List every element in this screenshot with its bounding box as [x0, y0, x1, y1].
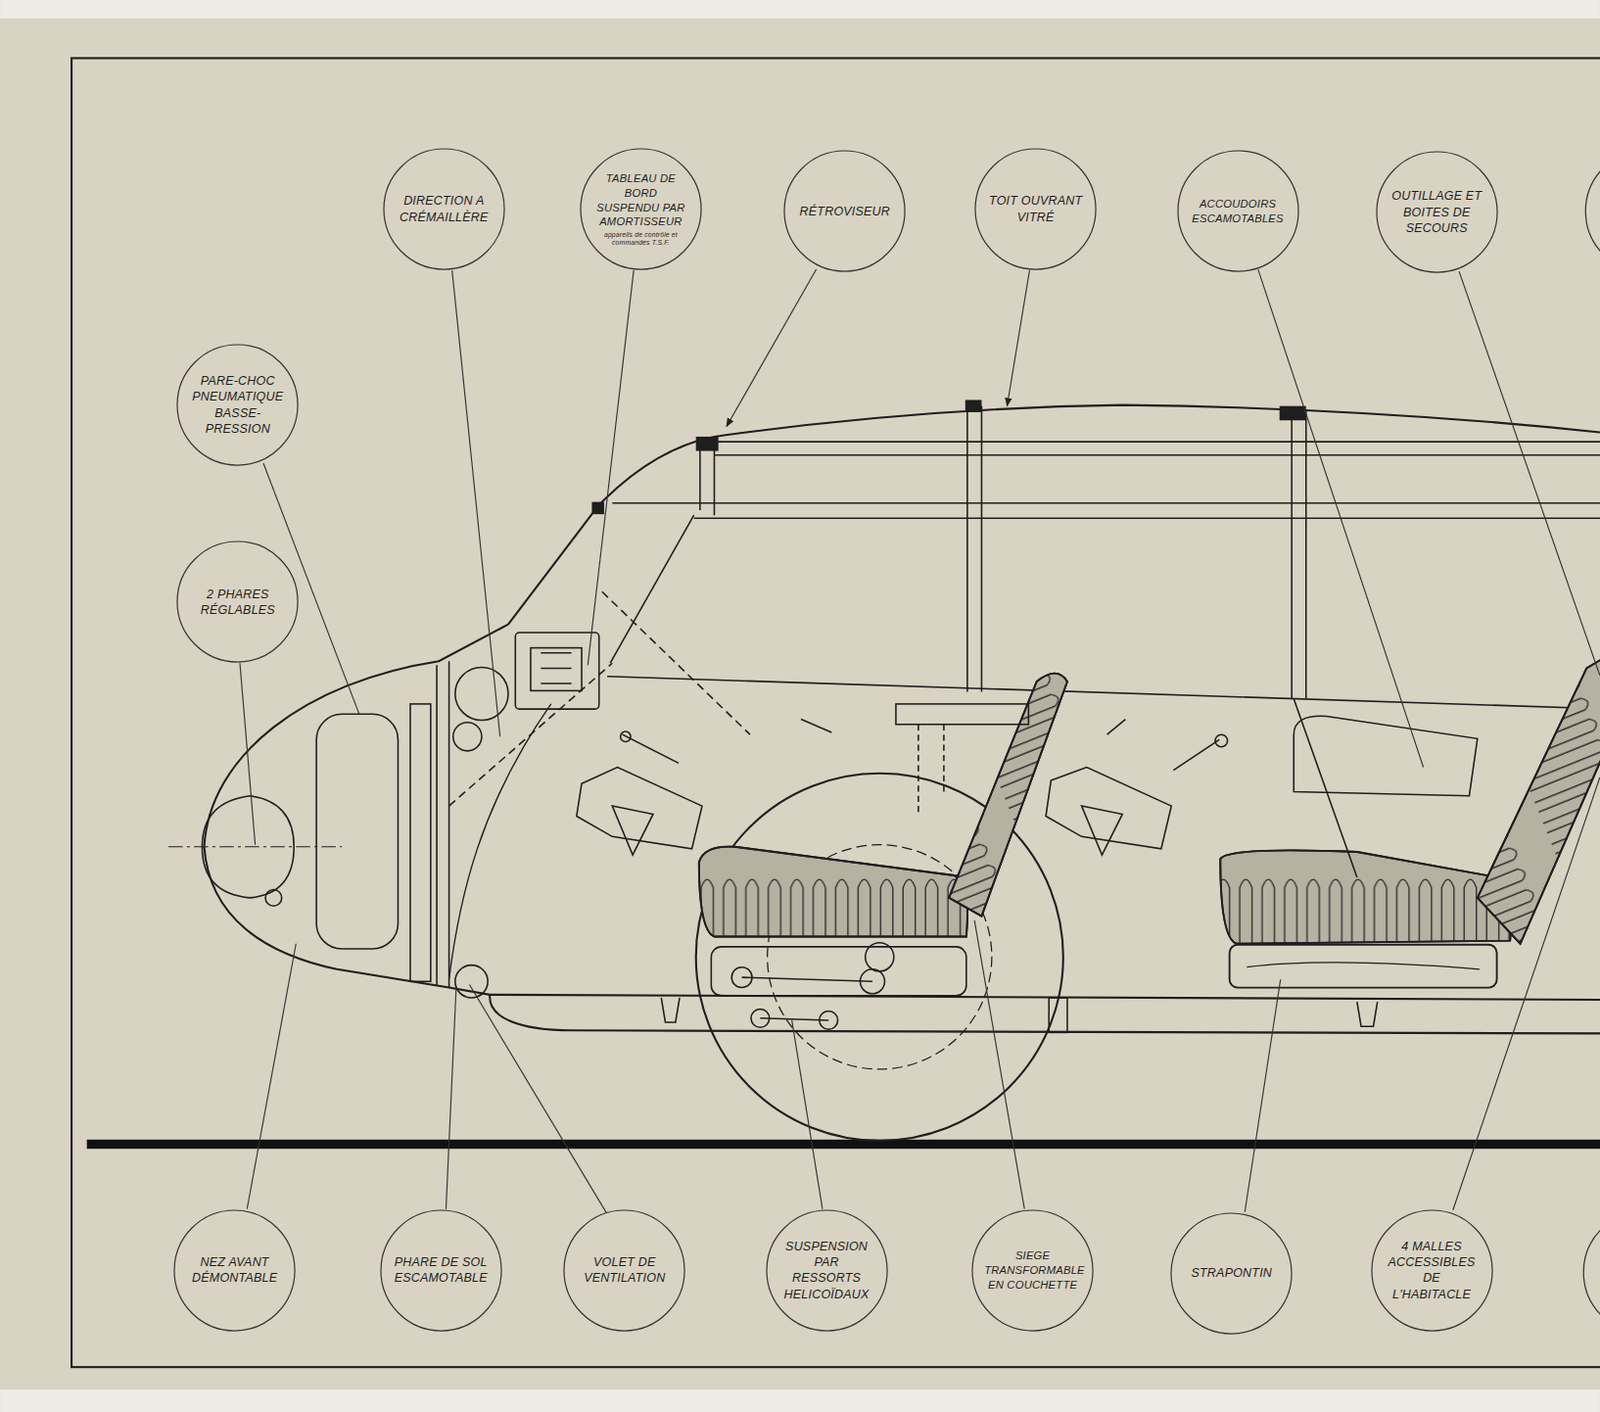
ground-line — [87, 1139, 1600, 1149]
circle-outline — [563, 1209, 686, 1332]
callout-text-group: ACCOUDOIRS ESCAMOTABLES — [1176, 149, 1300, 273]
callout-text-group: DIRECTION A CRÉMAILLÈRE — [382, 147, 506, 271]
callout-text-group: STRAPONTIN — [1170, 1212, 1293, 1335]
callout-text-group: PHARE DE SOL ESCAMOTABLE — [379, 1209, 503, 1332]
roof-joint — [591, 399, 1306, 515]
circle-outline — [1370, 1209, 1494, 1332]
callout-circle: TABLEAU DE BORD SUSPENDU PAR AMORTISSEUR… — [579, 147, 703, 271]
callout-text-group: TABLEAU DE BORD SUSPENDU PAR AMORTISSEUR… — [579, 147, 703, 271]
seat — [699, 653, 1600, 989]
callout-text-group: 4 MALLES ACCESSIBLES DE L'HABITACLE — [1370, 1209, 1494, 1332]
circle-outline — [974, 147, 1097, 271]
callout-text-group: RÉTROVISEUR — [783, 149, 906, 273]
circle-outline — [564, 1210, 685, 1331]
car-body — [168, 405, 1600, 1035]
circle-outline — [766, 1210, 888, 1331]
callout-text-group: SUSPENSION PAR RESSORTS HELICOÏDAUX — [765, 1209, 889, 1332]
callout-label: 2 PHARES RÉGLABLES — [188, 586, 286, 619]
callout-circle: VOLET DE VENTILATION — [563, 1209, 686, 1332]
circle-outline — [177, 344, 298, 466]
circle-outline — [784, 150, 905, 272]
callout-circle — [1583, 1211, 1600, 1334]
callout-label: RÉTROVISEUR — [800, 203, 892, 220]
callout-label: PARE-CHOC PNEUMATIQUE BASSE-PRESSION — [188, 373, 286, 437]
circle-outline — [580, 148, 702, 270]
callout-label: ACCOUDOIRS ESCAMOTABLES — [1189, 196, 1287, 226]
circle-outline — [380, 1210, 502, 1331]
circle-outline — [379, 1209, 503, 1332]
callout-circle: SUSPENSION PAR RESSORTS HELICOÏDAUX — [765, 1209, 889, 1332]
circle-outline — [173, 1209, 296, 1332]
callout-circle: NEZ AVANT DÉMONTABLE — [173, 1209, 296, 1332]
callout-circle — [1585, 149, 1600, 273]
callout-label: TOIT OUVRANT VITRÉ — [987, 192, 1084, 226]
callout-label: OUTILLAGE ET BOITES DE SECOURS — [1388, 188, 1486, 236]
callout-note: appareils de contrôle et commandes T.S.F… — [599, 231, 682, 247]
callout-text-group: TOIT OUVRANT VITRÉ — [974, 147, 1097, 271]
callout-label: DIRECTION A CRÉMAILLÈRE — [395, 192, 493, 226]
callout-label: NEZ AVANT DÉMONTABLE — [186, 1254, 283, 1287]
paper-margin — [0, 0, 1600, 19]
callout-circle: STRAPONTIN — [1170, 1212, 1293, 1335]
dashboard — [449, 591, 751, 998]
callout-circle: ACCOUDOIRS ESCAMOTABLES — [1176, 149, 1300, 273]
callout-text-group: SIEGE TRANSFORMABLE EN COUCHETTE — [971, 1209, 1094, 1332]
callout-circle: OUTILLAGE ET BOITES DE SECOURS — [1375, 150, 1499, 274]
circle-outline — [174, 1210, 295, 1331]
callout-circle: SIEGE TRANSFORMABLE EN COUCHETTE — [971, 1209, 1094, 1332]
circle-outline — [176, 343, 299, 467]
circle-outline — [975, 148, 1096, 270]
callout-text-group: NEZ AVANT DÉMONTABLE — [173, 1209, 296, 1332]
callout-circle: 2 PHARES RÉGLABLES — [176, 540, 299, 663]
circle-outline — [972, 1210, 1093, 1331]
callout-label: VOLET DE VENTILATION — [575, 1254, 673, 1287]
circle-outline — [383, 148, 505, 270]
callout-circle: 4 MALLES ACCESSIBLES DE L'HABITACLE — [1370, 1209, 1494, 1332]
callout-text-group: OUTILLAGE ET BOITES DE SECOURS — [1375, 150, 1499, 274]
circle-outline — [1176, 149, 1300, 273]
circle-outline — [1371, 1210, 1493, 1331]
callout-circle: TOIT OUVRANT VITRÉ — [974, 147, 1097, 271]
leader-line — [239, 269, 1600, 1215]
callout-label: STRAPONTIN — [1191, 1265, 1273, 1281]
callout-label: 4 MALLES ACCESSIBLES DE L'HABITACLE — [1383, 1238, 1481, 1303]
callout-label: SIEGE TRANSFORMABLE EN COUCHETTE — [984, 1248, 1082, 1292]
circle-outline — [1177, 150, 1299, 272]
circle-outline — [1171, 1213, 1292, 1334]
circle-outline — [765, 1209, 889, 1332]
callout-text-group: 2 PHARES RÉGLABLES — [176, 540, 299, 663]
interior-detail — [576, 699, 1478, 1034]
circle-outline — [177, 541, 298, 662]
callout-label: PHARE DE SOL ESCAMOTABLE — [392, 1254, 490, 1287]
callout-circle: DIRECTION A CRÉMAILLÈRE — [382, 147, 506, 271]
paper-margin — [0, 1389, 1600, 1412]
callout-label: SUSPENSION PAR RESSORTS HELICOÏDAUX — [778, 1238, 876, 1303]
callout-text-group: VOLET DE VENTILATION — [563, 1209, 686, 1332]
frame-border — [71, 57, 1600, 1367]
circle-outline — [382, 147, 506, 271]
callout-circle: PHARE DE SOL ESCAMOTABLE — [379, 1209, 503, 1332]
callout-circle: RÉTROVISEUR — [783, 149, 906, 273]
callout-text-group: PARE-CHOC PNEUMATIQUE BASSE-PRESSION — [176, 343, 299, 467]
callout-label: TABLEAU DE BORD SUSPENDU PAR AMORTISSEUR — [592, 171, 690, 230]
circle-outline — [1376, 151, 1498, 273]
callout-circle: PARE-CHOC PNEUMATIQUE BASSE-PRESSION — [176, 343, 299, 467]
circle-outline — [176, 540, 299, 663]
